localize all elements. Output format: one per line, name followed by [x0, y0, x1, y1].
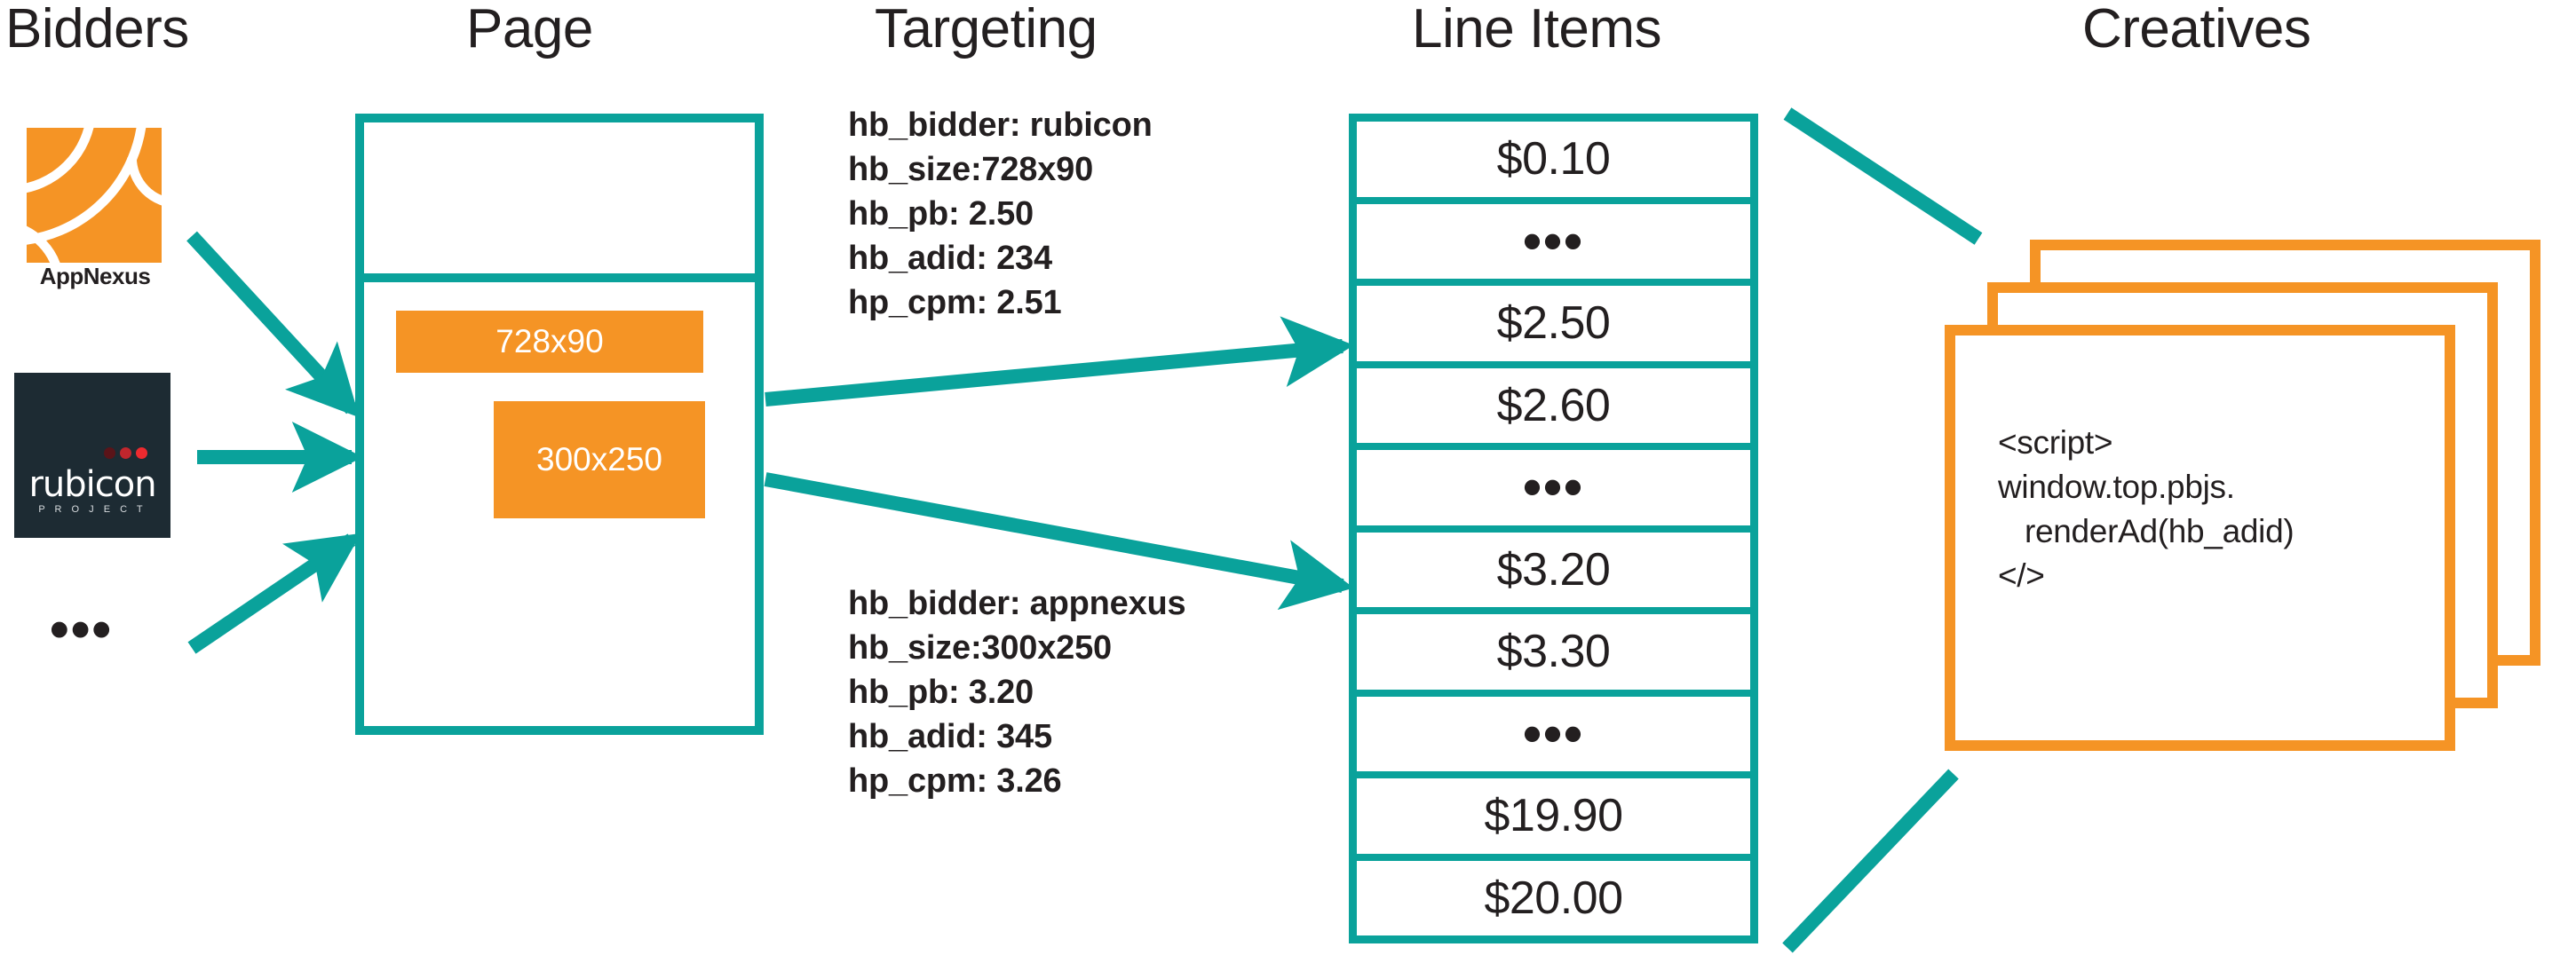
targeting-block-rubicon: hb_bidder: rubicon hb_size:728x90 hb_pb:…	[848, 107, 1153, 321]
line-item-row[interactable]: $2.50	[1357, 286, 1750, 361]
appnexus-wordmark: AppNexus	[39, 263, 151, 289]
arrow-page-to-line-item-250	[765, 316, 1354, 407]
line-items-list: $0.10 ••• $2.50 $2.60 ••• $3.20 $3.30 ••…	[1349, 114, 1758, 943]
rubicon-wordmark: rubicon P R O J E C T	[21, 447, 163, 515]
creative-card-front[interactable]: <script> window.top.pbjs. renderAd(hb_ad…	[1945, 325, 2455, 751]
line-item-row[interactable]: $0.10	[1357, 122, 1750, 197]
arrow-page-to-line-item-320	[764, 472, 1354, 611]
bidder-appnexus: AppNexus	[18, 128, 170, 289]
rubicon-name: rubicon	[28, 464, 156, 505]
page-box: 728x90 300x250	[355, 114, 764, 735]
page-header-divider	[364, 273, 755, 282]
rubicon-dots-icon	[104, 447, 147, 459]
line-item-row: •••	[1357, 450, 1750, 525]
arrow-more-bidders-to-page	[187, 533, 361, 654]
connector-line-items-to-creatives-bottom	[1782, 769, 1959, 953]
creative-code-snippet: <script> window.top.pbjs. renderAd(hb_ad…	[1998, 424, 2295, 594]
line-item-row: •••	[1357, 696, 1750, 771]
line-item-row[interactable]: $20.00	[1357, 860, 1750, 935]
targeting-block-appnexus: hb_bidder: appnexus hb_size:300x250 hb_p…	[848, 585, 1186, 800]
line-item-row[interactable]: $3.20	[1357, 532, 1750, 607]
line-item-row[interactable]: $19.90	[1357, 778, 1750, 854]
column-heading-line-items: Line Items	[1412, 0, 1662, 59]
rubicon-sublabel: P R O J E C T	[38, 504, 147, 515]
line-item-row: •••	[1357, 203, 1750, 279]
connector-line-items-to-creatives-top	[1783, 107, 1983, 245]
arrow-appnexus-to-page	[186, 231, 360, 418]
column-heading-targeting: Targeting	[875, 0, 1098, 59]
appnexus-logo-icon	[27, 128, 162, 263]
ad-slot-300x250[interactable]: 300x250	[494, 401, 705, 518]
column-heading-page: Page	[466, 0, 593, 59]
column-heading-creatives: Creatives	[2082, 0, 2311, 59]
bidder-rubicon: rubicon P R O J E C T	[14, 373, 170, 538]
bidders-more-ellipsis: •••	[50, 599, 114, 660]
line-item-row[interactable]: $3.30	[1357, 614, 1750, 690]
column-heading-bidders: Bidders	[5, 0, 189, 59]
ad-slot-728x90[interactable]: 728x90	[396, 311, 703, 373]
line-item-row[interactable]: $2.60	[1357, 367, 1750, 443]
